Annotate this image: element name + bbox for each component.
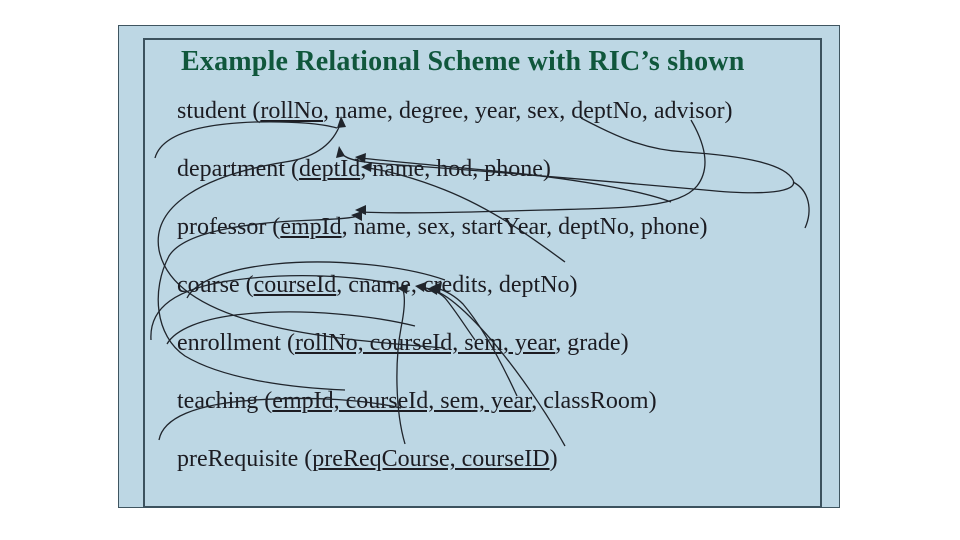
relation-suffix-department: , name, hod, phone) — [360, 156, 551, 182]
relation-prefix-prerequisite: preRequisite ( — [177, 446, 313, 472]
relation-prefix-teaching: teaching ( — [177, 388, 273, 414]
slide-content-frame: Example Relational Scheme with RIC’s sho… — [143, 38, 822, 508]
relation-suffix-enrollment: , grade) — [555, 330, 629, 356]
primary-key-teaching: empId, courseId, sem, year — [272, 388, 532, 414]
relation-suffix-course: , cname, credits, deptNo) — [336, 272, 578, 298]
relation-suffix-professor: , name, sex, startYear, deptNo, phone) — [341, 214, 708, 240]
relation-line-professor: professor (empId, name, sex, startYear, … — [177, 213, 707, 241]
relation-line-course: course (courseId, cname, credits, deptNo… — [177, 271, 578, 299]
relation-line-department: department (deptId, name, hod, phone) — [177, 155, 551, 183]
relation-line-prerequisite: preRequisite (preReqCourse, courseID) — [177, 445, 558, 473]
relation-prefix-department: department ( — [177, 156, 299, 182]
primary-key-prerequisite: preReqCourse, courseID — [312, 446, 550, 472]
relation-prefix-course: course ( — [177, 272, 254, 298]
relation-prefix-student: student ( — [177, 98, 261, 124]
relation-line-teaching: teaching (empId, courseId, sem, year, cl… — [177, 387, 657, 415]
relation-suffix-student: , name, degree, year, sex, deptNo, advis… — [323, 98, 733, 124]
page-title: Example Relational Scheme with RIC’s sho… — [181, 46, 745, 77]
primary-key-department: deptId — [298, 156, 361, 182]
relation-line-enrollment: enrollment (rollNo, courseId, sem, year,… — [177, 329, 629, 357]
primary-key-course: courseId — [253, 272, 337, 298]
relation-schema-list: student (rollNo, name, degree, year, sex… — [145, 40, 820, 506]
primary-key-professor: empId — [280, 214, 342, 240]
primary-key-student: rollNo — [260, 98, 323, 124]
relation-prefix-professor: professor ( — [177, 214, 281, 240]
primary-key-enrollment: rollNo, courseId, sem, year — [294, 330, 556, 356]
relation-suffix-teaching: , classRoom) — [531, 388, 657, 414]
relation-line-student: student (rollNo, name, degree, year, sex… — [177, 97, 733, 125]
relation-suffix-prerequisite: ) — [549, 446, 558, 472]
relation-prefix-enrollment: enrollment ( — [177, 330, 295, 356]
